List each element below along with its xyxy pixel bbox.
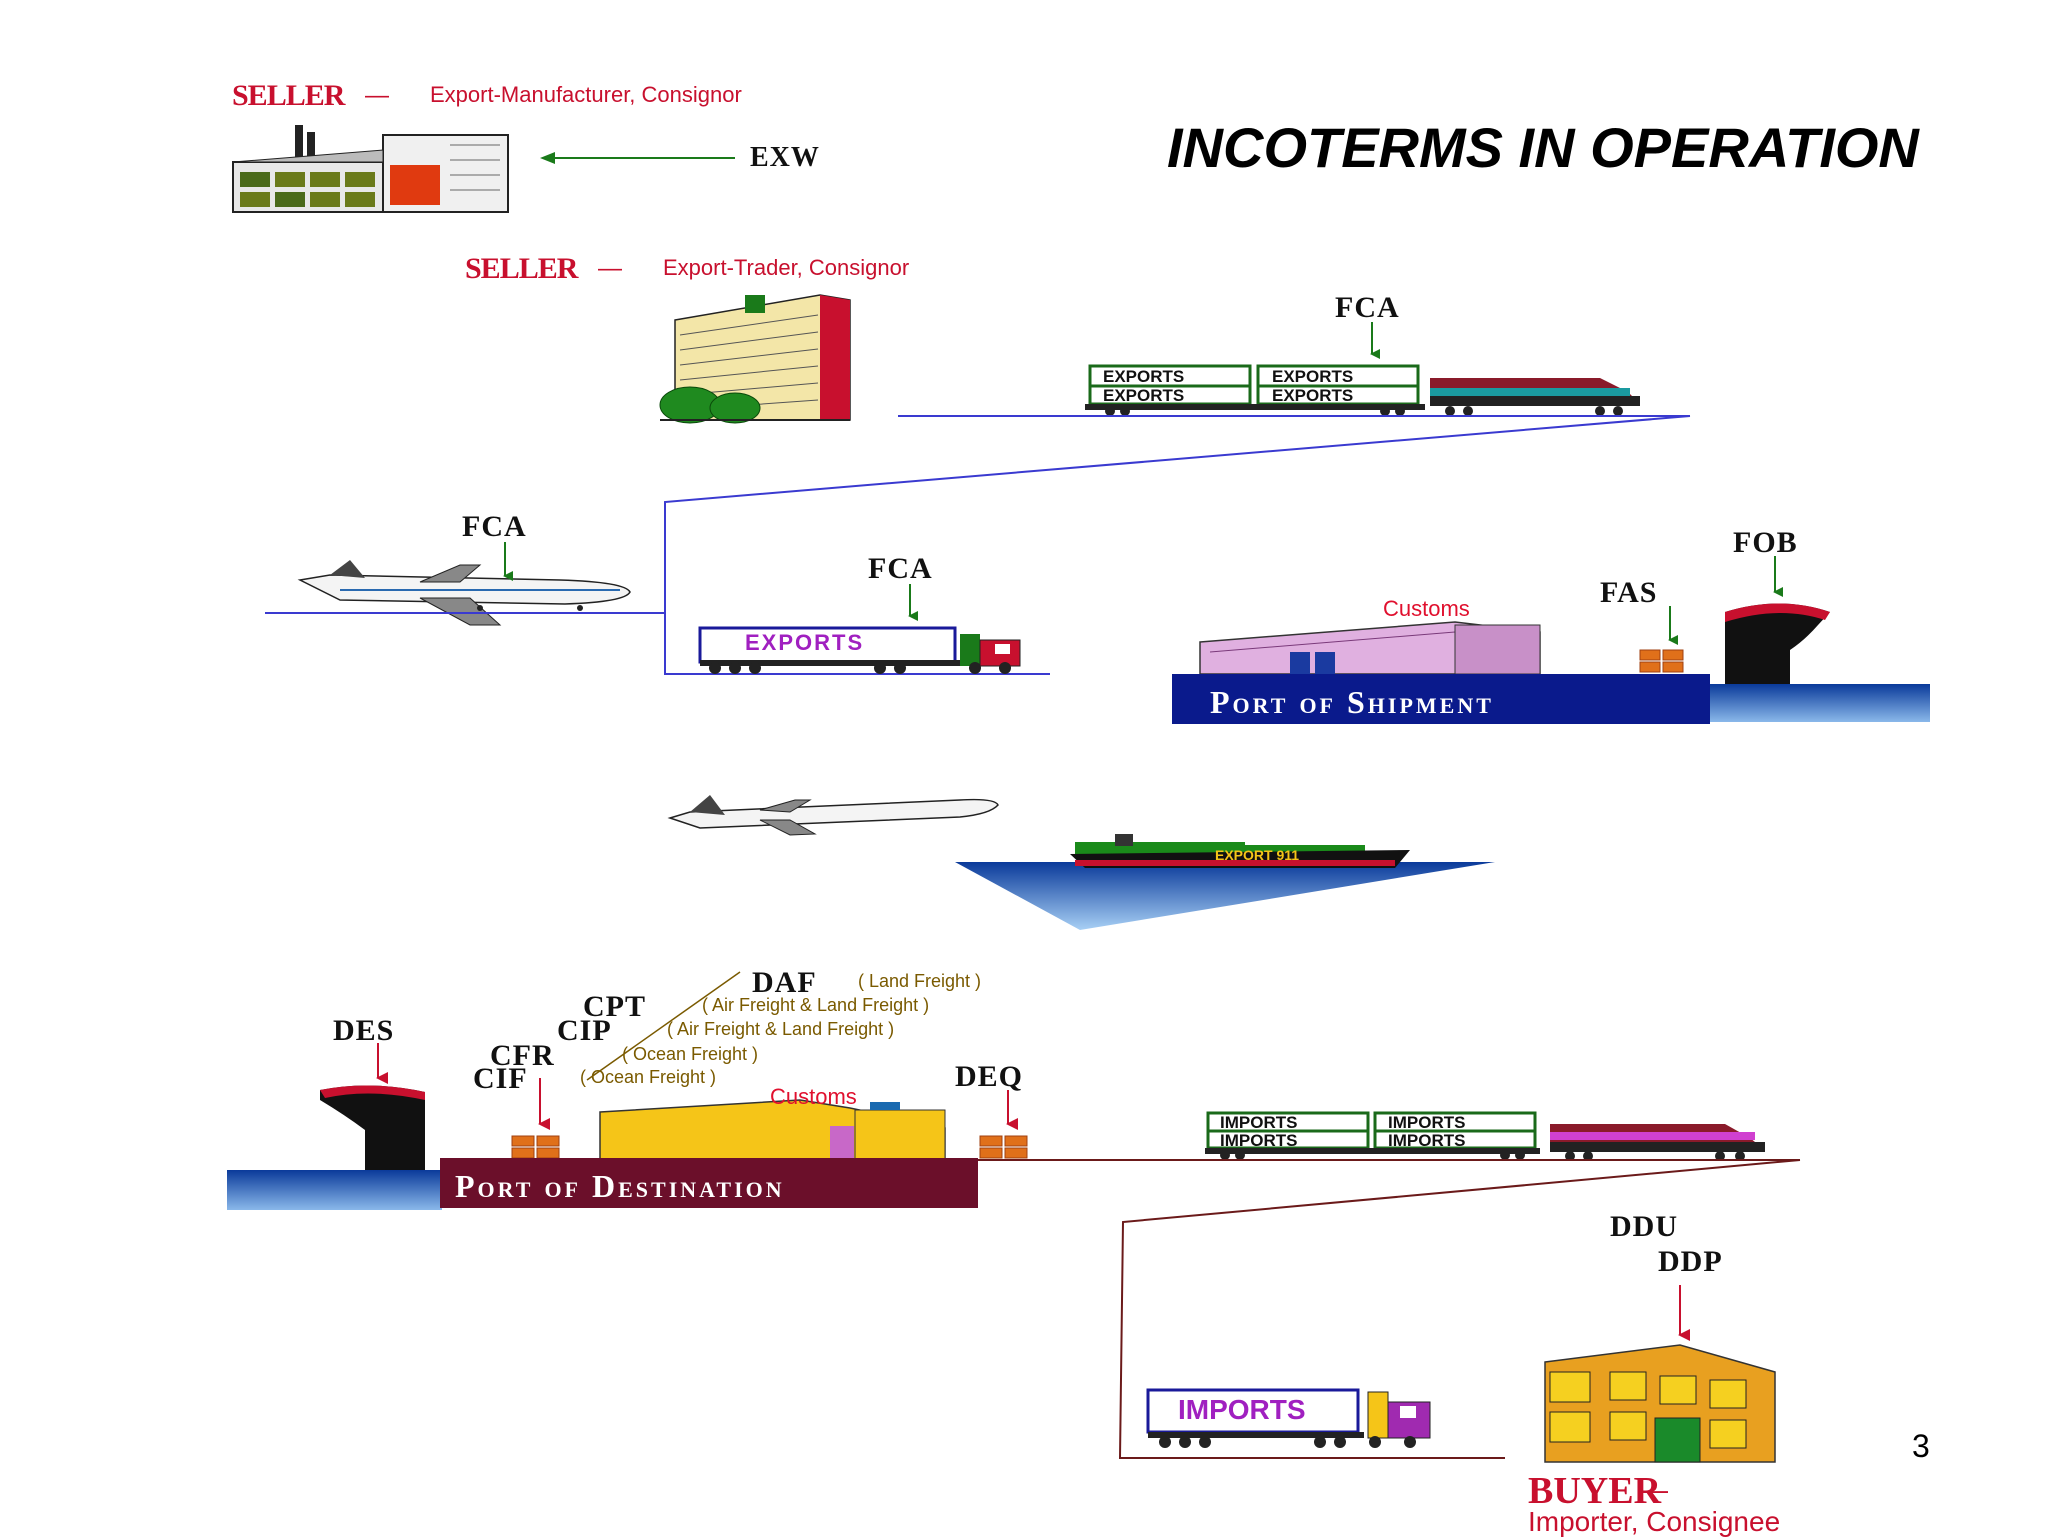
cif-term: CIF bbox=[473, 1062, 528, 1095]
import-box-1: IMPORTS bbox=[1220, 1113, 1298, 1132]
export-box-1: EXPORTS bbox=[1103, 367, 1185, 386]
page-number: 3 bbox=[1912, 1428, 1930, 1464]
ddp-term: DDP bbox=[1658, 1245, 1723, 1278]
fca-rail-term: FCA bbox=[1335, 291, 1400, 324]
seller-manufacturer-label: SELLER bbox=[232, 79, 345, 112]
customs-destination-label: Customs bbox=[770, 1084, 857, 1109]
seller-trader-description: Export-Trader, Consignor bbox=[663, 255, 910, 280]
daf-freight-note: ( Land Freight ) bbox=[858, 971, 982, 991]
fca-air-term: FCA bbox=[462, 510, 527, 543]
import-box-3: IMPORTS bbox=[1220, 1131, 1298, 1150]
truck-icon bbox=[698, 626, 1021, 674]
cif-freight-note: ( Ocean Freight ) bbox=[580, 1067, 717, 1087]
cfr-freight-note: ( Ocean Freight ) bbox=[622, 1044, 759, 1064]
cargo-pallet-icon bbox=[1639, 649, 1684, 673]
seller-trader-dash: — bbox=[598, 255, 622, 282]
airplane-icon bbox=[297, 560, 631, 626]
buyer-description: Importer, Consignee bbox=[1528, 1506, 1781, 1537]
port-shipment-label: Port of Shipment bbox=[1210, 684, 1494, 720]
warehouse-icon bbox=[1199, 621, 1541, 675]
route-connector-export bbox=[664, 415, 1691, 675]
ddu-term: DDU bbox=[1610, 1210, 1678, 1243]
ship-bow-icon bbox=[1725, 603, 1830, 684]
export-box-3: EXPORTS bbox=[1103, 386, 1185, 405]
cip-term: CIP bbox=[557, 1014, 612, 1047]
freight-train-icon bbox=[1085, 364, 1640, 416]
factory-icon bbox=[232, 125, 509, 213]
cargo-ship-icon bbox=[1070, 834, 1410, 868]
daf-term: DAF bbox=[752, 966, 817, 999]
warehouse-icon bbox=[599, 1099, 946, 1161]
import-truck-label: IMPORTS bbox=[1178, 1394, 1306, 1425]
ship-label: EXPORT 911 bbox=[1215, 847, 1300, 863]
ship-bow-icon bbox=[320, 1085, 425, 1170]
seller-manufacturer-description: Export-Manufacturer, Consignor bbox=[430, 82, 742, 107]
office-building-icon bbox=[659, 294, 851, 424]
shipment-water bbox=[1710, 684, 1930, 722]
cpt-term: CPT bbox=[583, 990, 646, 1023]
buyer-dash: — bbox=[1640, 1474, 1668, 1505]
export-box-4: EXPORTS bbox=[1272, 386, 1354, 405]
cfr-term: CFR bbox=[490, 1039, 555, 1072]
seller-manufacturer-dash: — bbox=[365, 82, 389, 109]
destination-water bbox=[227, 1170, 442, 1210]
import-box-2: IMPORTS bbox=[1388, 1113, 1466, 1132]
page-title: INCOTERMS IN OPERATION bbox=[1167, 116, 1919, 179]
des-term: DES bbox=[333, 1014, 395, 1047]
sea-wedge bbox=[955, 862, 1495, 930]
seller-trader-label: SELLER bbox=[465, 252, 578, 285]
buyer-label: BUYER bbox=[1528, 1470, 1662, 1512]
import-box-4: IMPORTS bbox=[1388, 1131, 1466, 1150]
port-destination-label: Port of Destination bbox=[455, 1168, 785, 1204]
airplane-icon bbox=[667, 795, 999, 836]
cargo-pallet-icon bbox=[511, 1135, 560, 1159]
truck-icon bbox=[1146, 1388, 1431, 1448]
route-connector-import bbox=[1118, 1159, 1801, 1459]
customs-shipment-label: Customs bbox=[1383, 596, 1470, 621]
daf-leader-line bbox=[586, 971, 741, 1081]
deq-term: DEQ bbox=[955, 1060, 1024, 1093]
cip-freight-note: ( Air Freight & Land Freight ) bbox=[667, 1019, 895, 1039]
port-shipment-banner bbox=[1172, 674, 1710, 724]
exw-term: EXW bbox=[750, 142, 820, 173]
export-box-2: EXPORTS bbox=[1272, 367, 1354, 386]
fca-truck-term: FCA bbox=[868, 552, 933, 585]
export-truck-label: EXPORTS bbox=[745, 630, 865, 655]
cargo-pallet-icon bbox=[979, 1135, 1028, 1159]
fas-term: FAS bbox=[1600, 576, 1658, 609]
port-destination-banner bbox=[440, 1158, 978, 1208]
cpt-freight-note: ( Air Freight & Land Freight ) bbox=[702, 995, 930, 1015]
fob-term: FOB bbox=[1733, 526, 1798, 559]
buyer-building-icon bbox=[1544, 1344, 1776, 1463]
freight-train-icon bbox=[1205, 1111, 1765, 1161]
